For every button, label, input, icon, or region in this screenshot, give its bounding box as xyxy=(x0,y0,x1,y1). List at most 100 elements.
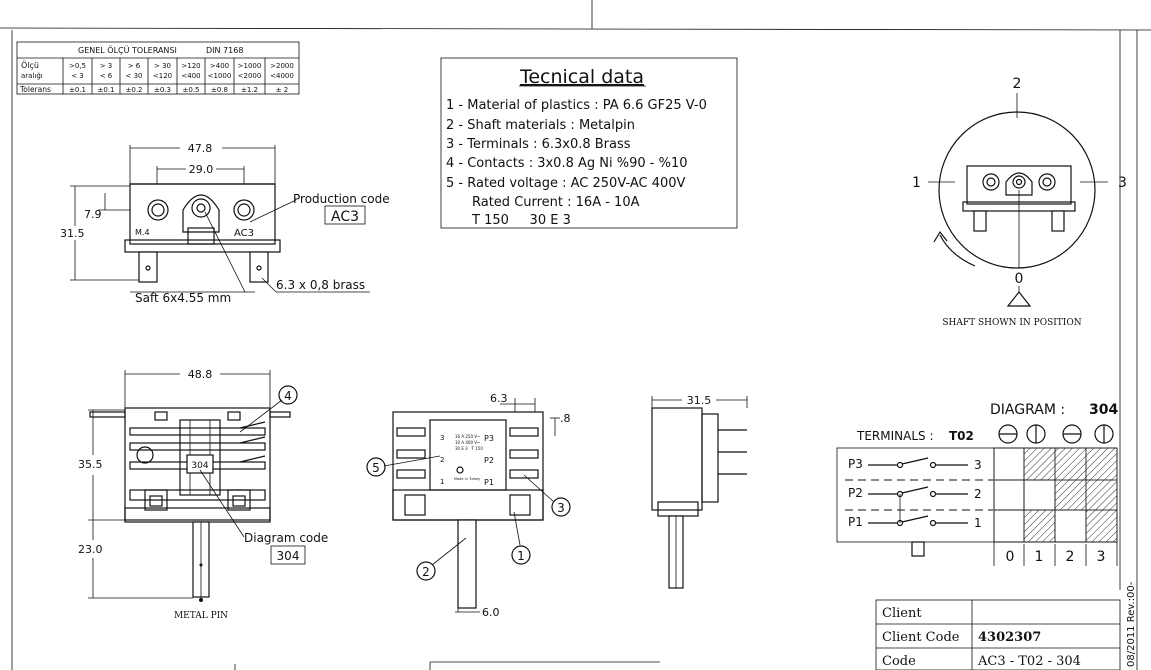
diagram-pos-1: 1 xyxy=(1035,549,1044,565)
production-code-label: Production code xyxy=(293,192,390,206)
tolerance-standard: DIN 7168 xyxy=(206,46,243,55)
callout-5: 5 xyxy=(372,461,380,475)
tolerance-cell: ±0.3 xyxy=(154,86,171,94)
top-view: 6.3 .8 3 2 1 P3 P2 P1 16 A 250 V~ 10 A 4… xyxy=(366,392,571,619)
range-label-sub: aralığı xyxy=(21,72,43,80)
range-bottom-cell: < 30 xyxy=(126,72,143,80)
tech-line-3: 3 - Terminals : 6.3x0.8 Brass xyxy=(446,137,631,152)
diagram-cell-open xyxy=(993,479,1025,511)
callout-3: 3 xyxy=(557,501,565,515)
title-client-code-label: Client Code xyxy=(882,630,960,645)
diagram-cell-closed xyxy=(1085,479,1118,511)
diagram-code-value: 304 xyxy=(277,549,300,563)
top-term-p2: P2 xyxy=(484,456,494,465)
dim-side-width: 48.8 xyxy=(188,368,213,381)
revision-label: 08/2011 Rev.:00- xyxy=(1126,581,1137,667)
dim-front-holes: 29.0 xyxy=(189,163,214,176)
diagram-pos-3: 3 xyxy=(1097,549,1106,565)
callout-1: 1 xyxy=(517,549,525,563)
diagram-cell-closed xyxy=(1023,509,1056,543)
diagram-cell-open xyxy=(1023,479,1056,511)
dim-side-height: 35.5 xyxy=(78,458,103,471)
top-rating-1: 16 A 250 V~ xyxy=(455,434,480,439)
tech-line-1: 1 - Material of plastics : PA 6.6 GF25 V… xyxy=(446,98,707,113)
range-label: Ölçü xyxy=(21,60,39,70)
callout-2: 2 xyxy=(422,565,430,579)
top-term-p1: P1 xyxy=(484,478,494,487)
diagram-pos-2: 2 xyxy=(1066,549,1075,565)
range-bottom-cell: <4000 xyxy=(270,72,294,80)
top-term-3: 3 xyxy=(440,434,444,442)
tech-line-5: 5 - Rated voltage : AC 250V-AC 400V xyxy=(446,176,686,191)
position-label-0: 0 xyxy=(1015,271,1024,287)
title-code-label: Code xyxy=(882,654,916,669)
diagram-cells xyxy=(993,447,1118,543)
tolerance-cell: ±0.2 xyxy=(126,86,143,94)
row-p1-end: 1 xyxy=(974,516,982,530)
switch-diagram: DIAGRAM : 304 TERMINALS : T02 P3 3 P2 2 xyxy=(836,402,1118,566)
tolerance-table: GENEL ÖLÇÜ TOLERANSI DIN 7168 Ölçü aralı… xyxy=(16,41,300,95)
metal-pin-label: METAL PIN xyxy=(174,611,228,621)
callout-4: 4 xyxy=(284,389,292,403)
top-term-2: 2 xyxy=(440,456,444,464)
technical-data-box: Tecnical data 1 - Material of plastics :… xyxy=(440,57,738,229)
diagram-cell-open xyxy=(1054,509,1087,543)
front-label-m4: M.4 xyxy=(135,228,150,237)
diagram-pos-0: 0 xyxy=(1006,549,1015,565)
range-bottom-cell: < 3 xyxy=(71,72,84,80)
range-top-cell: > 30 xyxy=(154,62,171,70)
range-bottom-cell: <120 xyxy=(153,72,172,80)
range-bottom-cell: <2000 xyxy=(238,72,262,80)
range-top-cell: >1000 xyxy=(238,62,262,70)
tolerance-label: Tolerans xyxy=(19,85,51,94)
dim-front-left: 7.9 xyxy=(84,208,102,221)
dim-top-thickness: .8 xyxy=(560,412,571,425)
dim-end-width: 31.5 xyxy=(687,394,712,407)
tolerance-cell: ±0.5 xyxy=(183,86,200,94)
tech-line-7: T 150 30 E 3 xyxy=(471,213,571,228)
dim-side-shaft: 23.0 xyxy=(78,543,103,556)
terminals-code: T02 xyxy=(949,429,974,443)
range-top-cell: >400 xyxy=(210,62,229,70)
row-p2-label: P2 xyxy=(848,486,863,500)
diagram-cell-open xyxy=(993,509,1025,543)
dim-top-shaft: 6.0 xyxy=(482,606,500,619)
range-bottom-cell: <1000 xyxy=(208,72,232,80)
tech-line-6: Rated Current : 16A - 10A xyxy=(472,195,640,210)
title-client-code-value: 4302307 xyxy=(978,630,1041,645)
side-view: 48.8 304 METAL PIN 35.5 xyxy=(78,368,328,621)
position-caption: SHAFT SHOWN IN POSITION xyxy=(942,318,1081,328)
tolerance-title: GENEL ÖLÇÜ TOLERANSI xyxy=(78,45,177,55)
dim-front-height: 31.5 xyxy=(60,227,85,240)
top-rating-2: 10 A 400 V~ xyxy=(455,440,480,445)
front-view: 47.8 29.0 M.4 AC3 7.9 31.5 xyxy=(60,142,390,305)
range-top-cell: > 6 xyxy=(128,62,141,70)
title-client-label: Client xyxy=(882,606,922,621)
row-p2-end: 2 xyxy=(974,487,982,501)
tolerance-cell: ± 2 xyxy=(276,86,289,94)
tolerance-cell: ±0.8 xyxy=(211,86,228,94)
title-code-value: AC3 - T02 - 304 xyxy=(977,654,1081,669)
title-block: Client Client Code 4302307 Code AC3 - T0… xyxy=(875,581,1137,670)
diagram-title-prefix: DIAGRAM : xyxy=(990,402,1065,418)
side-inner-code: 304 xyxy=(191,461,208,471)
position-label-3: 3 xyxy=(1118,175,1127,191)
production-code-value: AC3 xyxy=(331,209,359,225)
position-label-1: 1 xyxy=(912,175,921,191)
position-view: 2 1 3 0 SHAFT SHOWN IN POSITION xyxy=(912,76,1127,328)
dim-front-width: 47.8 xyxy=(188,142,213,155)
row-p3-label: P3 xyxy=(848,457,863,471)
range-top-cell: >120 xyxy=(181,62,200,70)
range-top-cell: > 3 xyxy=(100,62,113,70)
tolerance-values: >0,5< 3±0.1> 3< 6±0.1> 6< 30±0.2> 30<120… xyxy=(69,62,294,94)
row-p1-label: P1 xyxy=(848,515,863,529)
technical-data-title: Tecnical data xyxy=(519,66,644,88)
diagram-cell-closed xyxy=(1054,479,1087,511)
diagram-title-number: 304 xyxy=(1089,402,1118,418)
terminal-size-label: 6.3 x 0,8 brass xyxy=(276,278,365,292)
diagram-cell-closed xyxy=(1085,509,1118,543)
tolerance-cell: ±0.1 xyxy=(98,86,115,94)
tech-line-4: 4 - Contacts : 3x0.8 Ag Ni %90 - %10 xyxy=(446,156,687,171)
top-term-p3: P3 xyxy=(484,434,494,443)
